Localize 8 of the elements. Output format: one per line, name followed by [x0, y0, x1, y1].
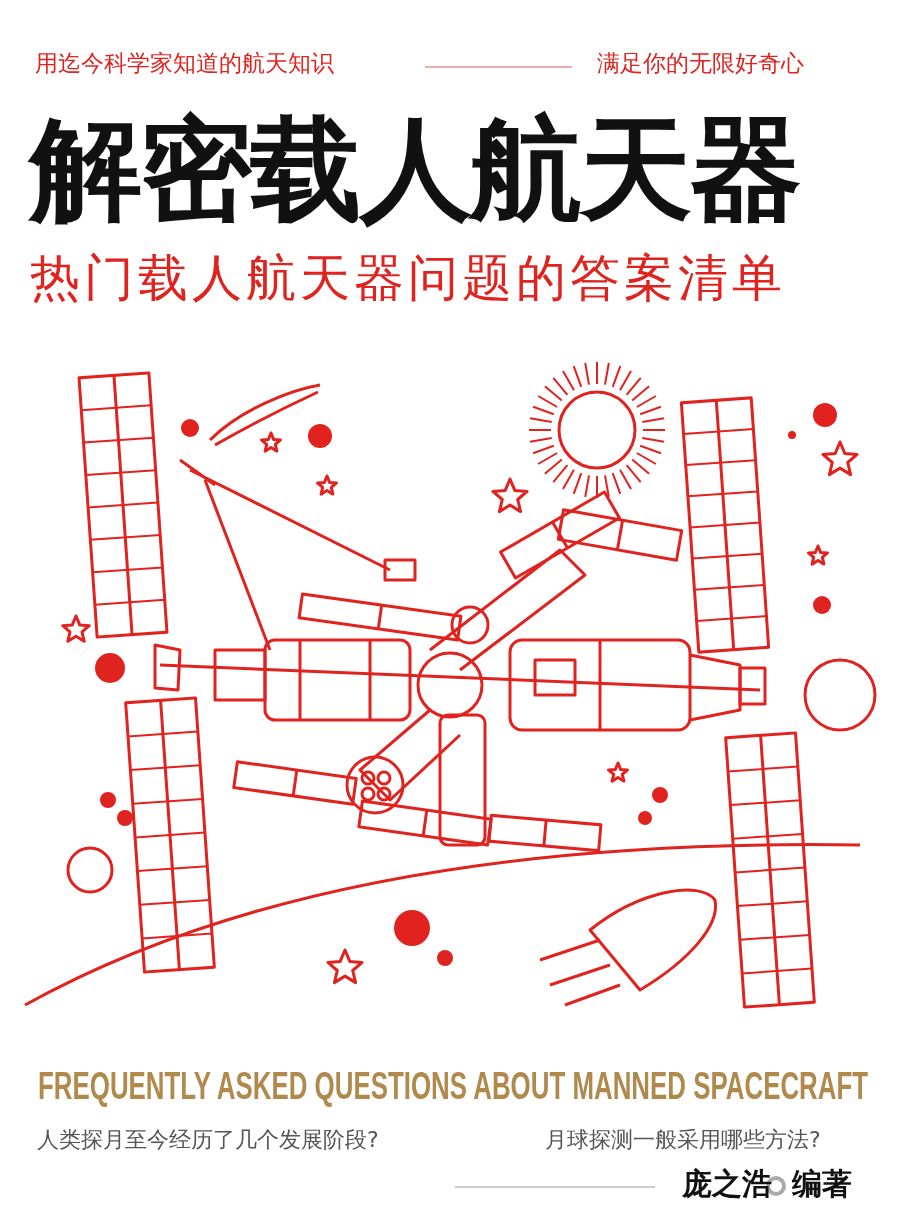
tagline: 用迄今科学家知道的航天知识 [35, 50, 334, 77]
author-name: 庞之浩 [682, 1167, 772, 1202]
question-text: 月球探测一般采用哪些方法? [545, 1127, 821, 1153]
tagline: 满足你的无限好奇心 [597, 50, 804, 77]
author-role: 编著 [792, 1167, 852, 1202]
subtitle: 热门载人航天器问题的答案清单 [30, 250, 786, 308]
english-subtitle: FREQUENTLY ASKED QUESTIONS ABOUT MANNED SPACECRAFT [38, 1065, 869, 1109]
question-text: 人类探月至今经历了几个发展阶段? [37, 1127, 379, 1153]
